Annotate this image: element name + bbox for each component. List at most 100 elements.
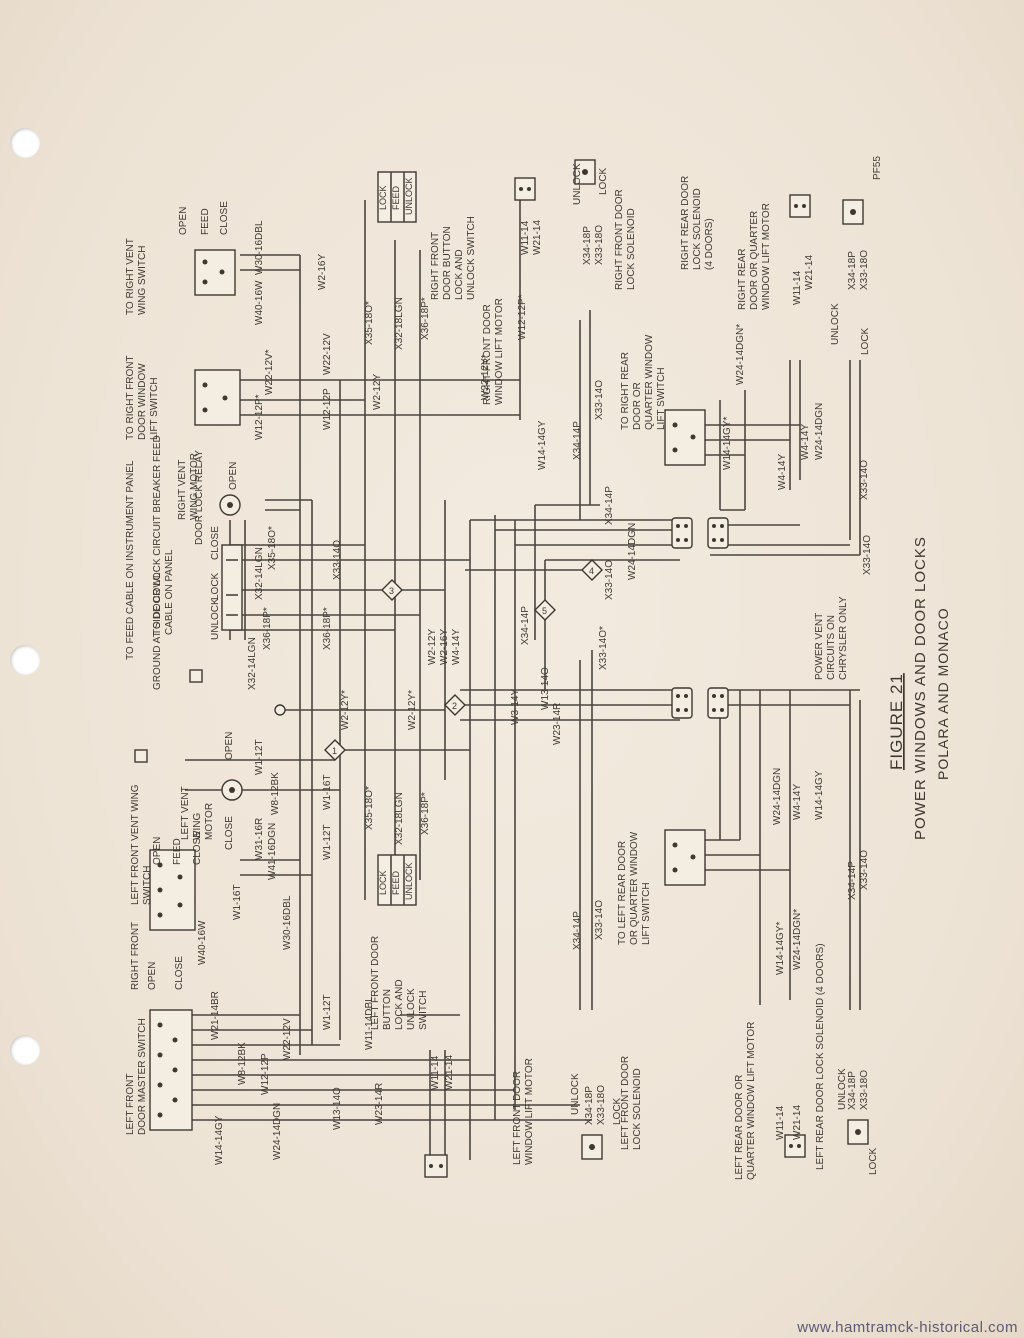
left-front-solenoid-label: LEFT FRONT DOOR LOCK SOLENOID (620, 1056, 643, 1150)
wire-label: W21-14BR (210, 991, 221, 1040)
svg-text:WING MOTOR: WING MOTOR (189, 453, 200, 520)
svg-text:W22-12Y*: W22-12Y* (480, 354, 491, 400)
svg-text:X32-18LGN: X32-18LGN (394, 297, 405, 350)
figure-subtitle: POLARA AND MONACO (935, 607, 951, 780)
left-rear-switch-label: TO LEFT REAR DOOR OR QUARTER WINDOW LIFT… (617, 831, 652, 945)
svg-text:LOCK AND: LOCK AND (454, 249, 465, 300)
svg-text:X33-14O: X33-14O (862, 535, 873, 575)
wire-label: W1-12T (254, 739, 265, 775)
binder-hole (10, 645, 40, 675)
wire-label: X33-18O (859, 1070, 870, 1110)
wire-label: X33-14O (859, 460, 870, 500)
svg-text:W24-14DGN: W24-14DGN (627, 523, 638, 580)
wire-label: W21-14 (804, 255, 815, 290)
solenoid-unlock-label: UNLOCK (570, 1073, 581, 1115)
svg-text:W12-12P: W12-12P (260, 1053, 271, 1095)
svg-text:W23-14R: W23-14R (374, 1083, 385, 1125)
lock-switch-lock-label: LOCK (378, 185, 388, 210)
svg-text:W12-12P*: W12-12P* (517, 294, 528, 340)
svg-text:X36-18P*: X36-18P* (322, 607, 333, 650)
svg-text:LIFT SWITCH: LIFT SWITCH (641, 882, 652, 945)
right-window-switch-symbol (194, 369, 241, 426)
svg-text:X33-14O: X33-14O (594, 900, 605, 940)
svg-text:LEFT FRONT DOOR: LEFT FRONT DOOR (620, 1056, 631, 1150)
wire-label: W11-14 (520, 220, 531, 255)
svg-text:LIFT SWITCH: LIFT SWITCH (656, 367, 667, 430)
lock-switch-right-symbol (377, 171, 417, 223)
svg-text:POWER WINDOWS AND DOOR LOCKS: POWER WINDOWS AND DOOR LOCKS (912, 536, 929, 840)
svg-text:W2-12Y*: W2-12Y* (340, 690, 351, 730)
lock-switch-feed-label: FEED (391, 870, 401, 895)
svg-text:OPEN: OPEN (147, 962, 158, 990)
svg-text:X34-14P: X34-14P (572, 911, 583, 950)
svg-text:FEED: FEED (391, 185, 401, 210)
svg-text:UNLOCK: UNLOCK (404, 862, 414, 900)
right-rear-solenoid-label: RIGHT REAR DOOR LOCK SOLENOID (4 DOORS) (680, 176, 715, 270)
svg-text:W1-12T: W1-12T (322, 824, 333, 860)
svg-text:MOTOR: MOTOR (204, 803, 215, 840)
svg-text:QUARTER WINDOW LIFT MOTOR: QUARTER WINDOW LIFT MOTOR (746, 1022, 757, 1180)
connector-left-front (671, 687, 693, 719)
svg-text:W24-14DGN: W24-14DGN (772, 768, 783, 825)
wire-label: W24-14DGN (272, 1103, 283, 1160)
switch-close-label: CLOSE (219, 201, 230, 235)
svg-text:X34-14P: X34-14P (572, 421, 583, 460)
wire-label: X35-18O* (364, 301, 375, 345)
svg-text:W11-14: W11-14 (775, 1105, 786, 1140)
svg-text:TO LEFT REAR DOOR: TO LEFT REAR DOOR (617, 841, 628, 945)
wire-label: W13-14O (540, 667, 551, 710)
svg-text:LOCK SOLENOID: LOCK SOLENOID (626, 208, 637, 290)
svg-text:OPEN: OPEN (178, 207, 189, 235)
svg-text:UNLOCK: UNLOCK (830, 303, 841, 345)
wire-label: X33-18O (596, 1085, 607, 1125)
svg-text:CHRYSLER ONLY: CHRYSLER ONLY (838, 596, 849, 680)
switch-open-label: OPEN (228, 462, 239, 490)
door-lock-relay-label: DOOR LOCK RELAY (194, 450, 205, 545)
svg-text:X33-14O: X33-14O (859, 850, 870, 890)
wire-label: W3-14Y (510, 689, 521, 725)
wire-label: W40-16W (197, 920, 208, 965)
svg-text:W21-14: W21-14 (792, 1105, 803, 1140)
svg-text:W21-14: W21-14 (804, 255, 815, 290)
wire-label: W24-14DGN* (792, 909, 803, 970)
switch-feed-label: FEED (200, 208, 211, 235)
wire-label: W12-12P* (517, 294, 528, 340)
svg-text:RIGHT FRONT DOOR: RIGHT FRONT DOOR (482, 304, 493, 405)
svg-text:X36-18P*: X36-18P* (420, 792, 431, 835)
svg-text:X33-14O: X33-14O (859, 460, 870, 500)
svg-text:W1-16T: W1-16T (322, 774, 333, 810)
wire-label: W14-14GY (814, 770, 825, 820)
svg-text:W4-14Y: W4-14Y (792, 784, 803, 820)
ground-label: GROUND AT SIDE COWL (152, 572, 163, 690)
svg-text:LEFT FRONT DOOR: LEFT FRONT DOOR (370, 936, 381, 1030)
watermark: www.hamtramck-historical.com (797, 1319, 1018, 1336)
wire-label: X32-14LGN (247, 637, 258, 690)
left-vent-motor-symbol (221, 779, 243, 801)
left-rear-solenoid-label: LEFT REAR DOOR LOCK SOLENOID (4 DOORS) (815, 943, 826, 1170)
wire-label: X36-18P* (322, 607, 333, 650)
wire-label: X32-18LGN (394, 297, 405, 350)
wire-label: X33-14O (862, 535, 873, 575)
svg-text:TO RIGHT FRONT: TO RIGHT FRONT (125, 355, 136, 440)
wire-label: X33-18O (859, 250, 870, 290)
switch-close-label: CLOSE (174, 956, 185, 990)
svg-text:W30-16DBL: W30-16DBL (282, 895, 293, 950)
left-rear-lift-motor-label: LEFT REAR DOOR OR QUARTER WINDOW LIFT MO… (734, 1022, 757, 1180)
wire-label: W1-12T (322, 994, 333, 1030)
svg-text:W2-16Y: W2-16Y (439, 629, 450, 665)
solenoid-lock-label: LOCK (598, 167, 609, 195)
wire-label: W11-14 (430, 1055, 441, 1090)
binder-hole (10, 128, 40, 158)
wire-label: W2-12Y (427, 629, 438, 665)
wire-label: W4-14Y (800, 424, 811, 460)
svg-text:W1-12T: W1-12T (254, 739, 265, 775)
wire-label: W2-16Y (439, 629, 450, 665)
svg-text:W23-14R: W23-14R (552, 703, 563, 745)
wire-label: W14-14GY* (775, 922, 786, 975)
svg-text:LOCK: LOCK (378, 185, 388, 210)
svg-text:LEFT VENT: LEFT VENT (180, 786, 191, 840)
svg-text:W8-12BK: W8-12BK (270, 772, 281, 815)
wire-label: W8-12BK (237, 1042, 248, 1085)
svg-text:LOCK SOLENOID: LOCK SOLENOID (692, 188, 703, 270)
